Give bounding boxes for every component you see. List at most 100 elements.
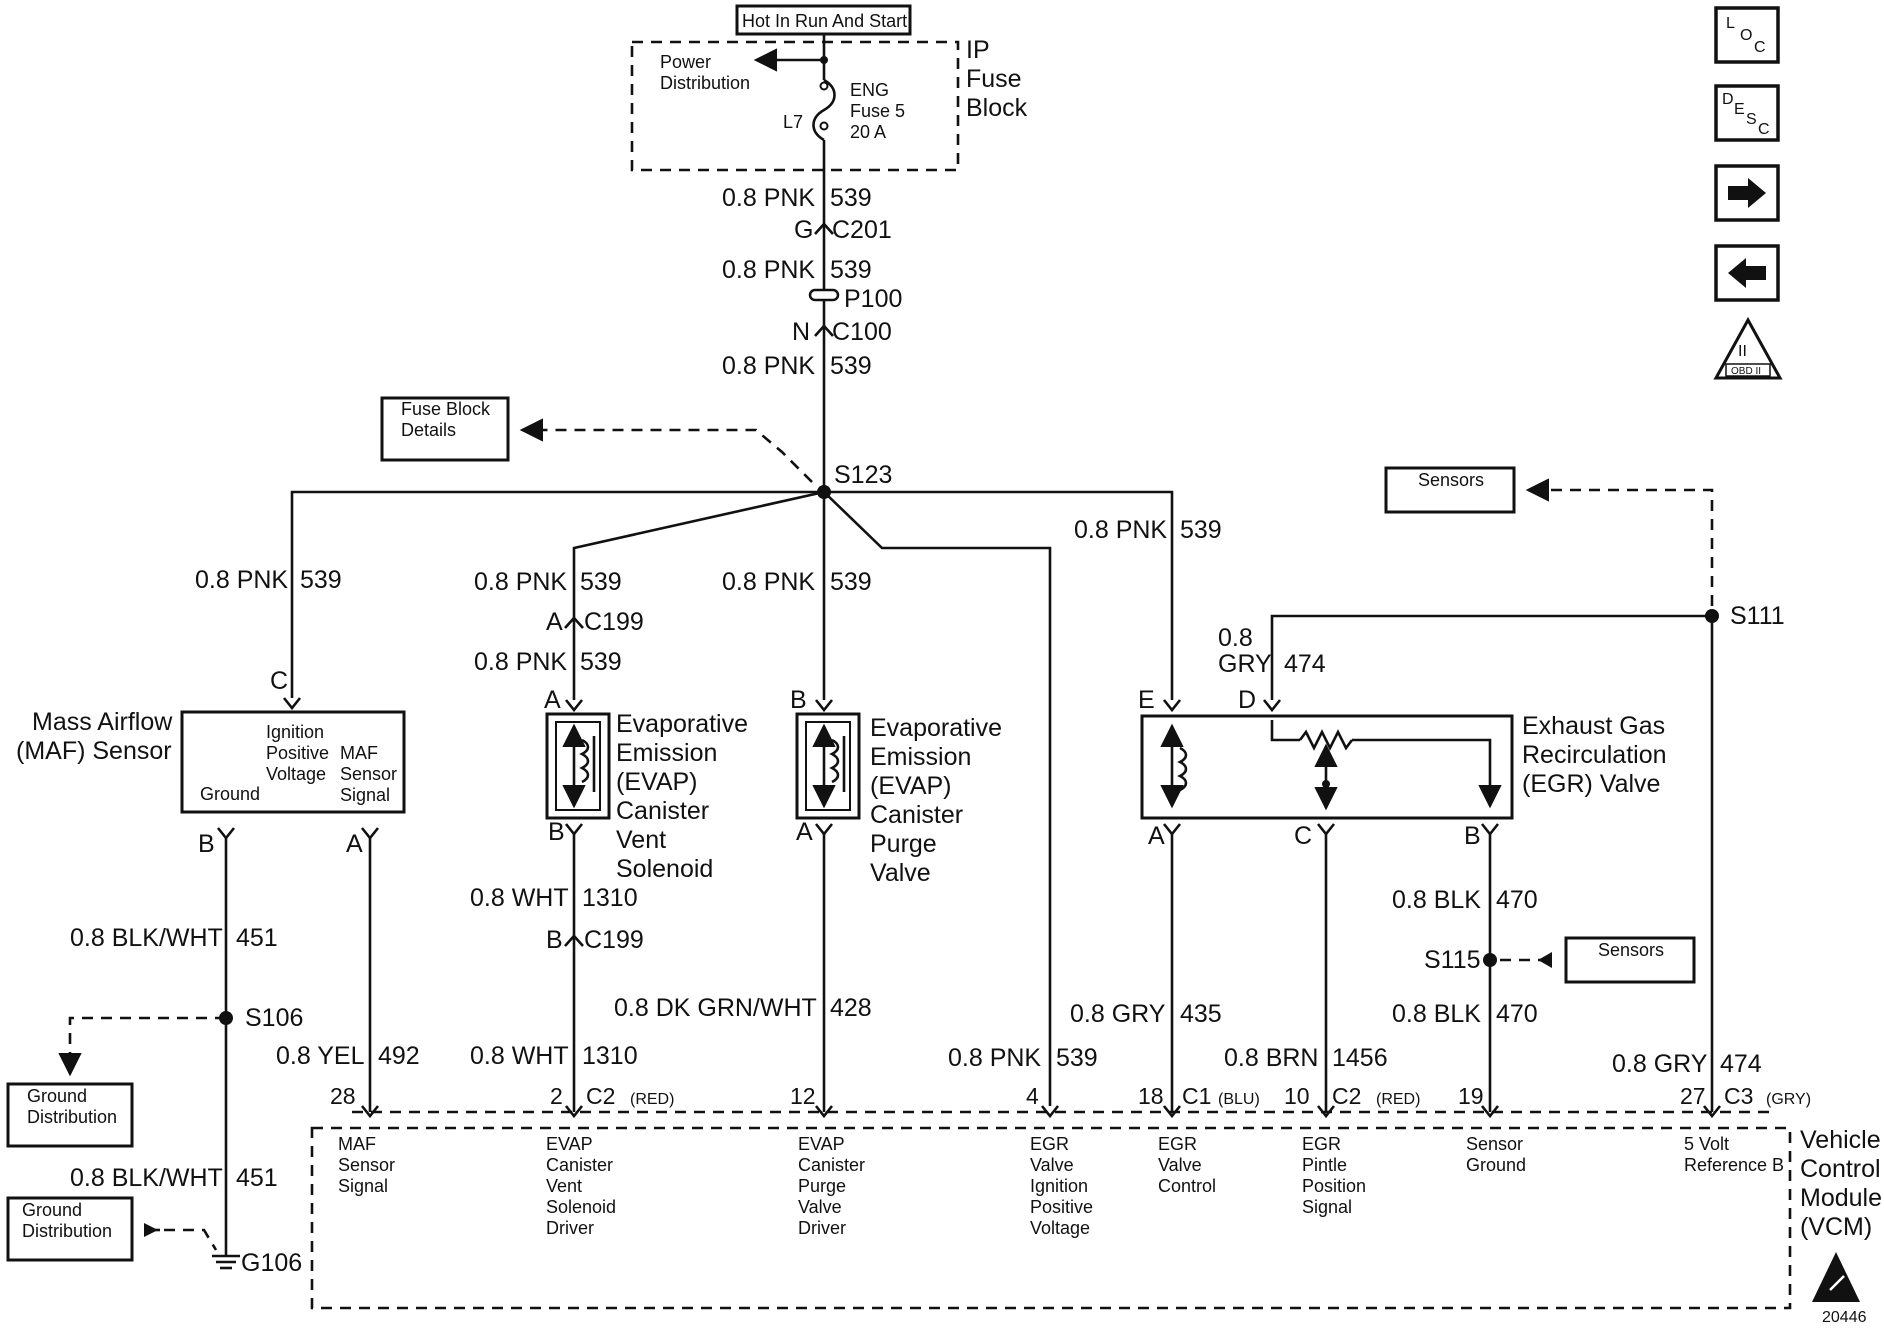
egr-feed-wire-num: 539 <box>1180 516 1222 544</box>
ground-distribution-box-1[interactable] <box>6 1082 134 1148</box>
vcm-pin-12: 12 <box>790 1083 816 1109</box>
vcm-pin-10: 10 <box>1284 1083 1310 1109</box>
vcm-term-egr-ign-4: Positive <box>1030 1197 1093 1217</box>
vcm-term-egr-pintle-3: Position <box>1302 1176 1366 1196</box>
c100-label: C100 <box>832 318 892 346</box>
sensors-box-lower-label: Sensors <box>1598 940 1664 960</box>
maf-wire-num: 539 <box>300 566 342 594</box>
vcm-term-evap-vent-2: Canister <box>546 1155 613 1175</box>
ground-dist-1-line-1: Ground <box>27 1086 87 1106</box>
evap-purge-pin-a: A <box>796 818 813 846</box>
vcm-term-egr-pintle-2: Pintle <box>1302 1155 1347 1175</box>
arrow-right-icon <box>1728 178 1766 208</box>
vcm-term-egr-ign-2: Valve <box>1030 1155 1074 1175</box>
evap-vent-driver-wire-color-2: 0.8 WHT <box>470 1042 569 1070</box>
fuse-terminal-top <box>819 81 829 91</box>
fuse-label-1: ENG <box>850 80 889 100</box>
s115-splice <box>1483 953 1497 967</box>
fuse-id: L7 <box>783 112 803 132</box>
power-dist-label-2: Distribution <box>660 73 750 93</box>
evap-purge-name-3: (EVAP) <box>870 772 952 800</box>
vcm-term-ref-b-1: 5 Volt <box>1684 1134 1729 1154</box>
egr-pintle-wire-color: 0.8 BRN <box>1224 1044 1318 1072</box>
g106-ground-symbol <box>212 1254 240 1270</box>
fuse-block-name-2: Fuse <box>966 65 1022 93</box>
next-page-button[interactable] <box>1714 164 1780 222</box>
egr-position-sensor-icon <box>1298 729 1354 751</box>
fuse-label-2: Fuse 5 <box>850 101 905 121</box>
fuse-block-details-arrow <box>519 418 813 483</box>
evap-vent-name-5: Vent <box>616 826 666 854</box>
sensors-box-upper[interactable] <box>1384 466 1516 514</box>
vcm-term-egr-ign-5: Voltage <box>1030 1218 1090 1238</box>
desc-button[interactable]: D E S C <box>1714 84 1780 142</box>
maf-name-1: Mass Airflow <box>32 708 173 736</box>
evap-vent-name-2: Emission <box>616 739 717 767</box>
evap-vent-pin-b-symbol <box>564 823 584 837</box>
evap-vent-coil-icon <box>579 738 590 784</box>
trunk-wire-color-2: 0.8 PNK <box>722 256 815 284</box>
maf-pin-c-symbol <box>282 697 302 711</box>
loc-button[interactable]: L O C <box>1714 6 1780 64</box>
maf-ignition-2: Positive <box>266 743 329 763</box>
vcm-c3-color: (GRY) <box>1766 1091 1811 1108</box>
maf-sensor-box <box>180 710 406 814</box>
desc-icon-s: S <box>1746 111 1757 128</box>
vcm-c2b-label: C2 <box>1332 1083 1361 1109</box>
evap-vent-feed-wire <box>572 490 825 700</box>
vcm-term-evap-purge-3: Purge <box>798 1176 846 1196</box>
evap-purge-pin-a-symbol <box>814 823 834 837</box>
obd-ii-label: OBD II <box>1731 366 1761 377</box>
egr-reference-lead <box>1270 720 1300 742</box>
desc-icon-e: E <box>1734 101 1745 118</box>
obd-ii-button[interactable]: II OBD II <box>1713 316 1783 380</box>
egr-ground-lead <box>1352 738 1502 809</box>
c100-pin: N <box>792 318 810 346</box>
maf-ignition-1: Ignition <box>266 722 324 742</box>
previous-page-button[interactable] <box>1714 244 1780 302</box>
maf-ground-wire-num-2: 451 <box>236 1164 278 1192</box>
vcm-term-evap-purge-1: EVAP <box>798 1134 845 1154</box>
vcm-c1-color: (BLU) <box>1218 1091 1260 1108</box>
maf-signal-2: Sensor <box>340 764 397 784</box>
trunk-wire-num-2: 539 <box>830 256 872 284</box>
ground-distribution-box-2[interactable] <box>6 1196 134 1262</box>
trunk-wire-color-1: 0.8 PNK <box>722 184 815 212</box>
evap-vent-inner-box <box>555 721 601 811</box>
evap-vent-name-3: (EVAP) <box>616 768 698 796</box>
egr-pin-d: D <box>1238 686 1256 714</box>
s111-sensors-arrow <box>1525 478 1714 606</box>
evap-purge-inner-box <box>805 721 851 811</box>
fuse-block-details-box[interactable] <box>380 396 510 462</box>
evap-vent-wire-num-2: 539 <box>580 648 622 676</box>
vcm-name-2: Control <box>1800 1155 1881 1183</box>
maf-pin-c: C <box>270 667 288 695</box>
s106-label: S106 <box>245 1004 303 1032</box>
vcm-term-maf-2: Sensor <box>338 1155 395 1175</box>
sensors-box-lower[interactable] <box>1564 936 1696 984</box>
egr-ign-wire-num: 539 <box>1056 1044 1098 1072</box>
maf-pin-a: A <box>346 830 363 858</box>
maf-name-2: (MAF) Sensor <box>16 737 172 765</box>
evap-vent-driver-wire-num-2: 1310 <box>582 1042 638 1070</box>
s115-arrowhead <box>1538 952 1552 968</box>
evap-purge-coil-icon <box>829 738 840 784</box>
egr-ground-wire-num-2: 470 <box>1496 1000 1538 1028</box>
maf-signal-3: Signal <box>340 785 390 805</box>
evap-vent-wire-color-2: 0.8 PNK <box>474 648 567 676</box>
egr-pin-b-symbol <box>1480 823 1500 837</box>
c199-a-pin: A <box>546 608 563 636</box>
vcm-term-egr-ctrl-1: EGR <box>1158 1134 1197 1154</box>
ip-fuse-block-outline <box>630 40 960 172</box>
evap-purge-wire-num: 539 <box>830 568 872 596</box>
trunk-wire-color-3: 0.8 PNK <box>722 352 815 380</box>
egr-name-2: Recirculation <box>1522 741 1667 769</box>
egr-pin-a-symbol <box>1162 823 1182 837</box>
egr-ground-wire-color: 0.8 BLK <box>1392 886 1481 914</box>
evap-purge-name-4: Canister <box>870 801 963 829</box>
hot-in-run-label: Hot In Run And Start <box>742 11 907 31</box>
evap-vent-driver-wire-num: 1310 <box>582 884 638 912</box>
fuse-symbol <box>812 78 836 142</box>
egr-ref-wire-color-2: GRY <box>1218 650 1272 678</box>
vcm-pin-symbols <box>360 1105 1722 1119</box>
